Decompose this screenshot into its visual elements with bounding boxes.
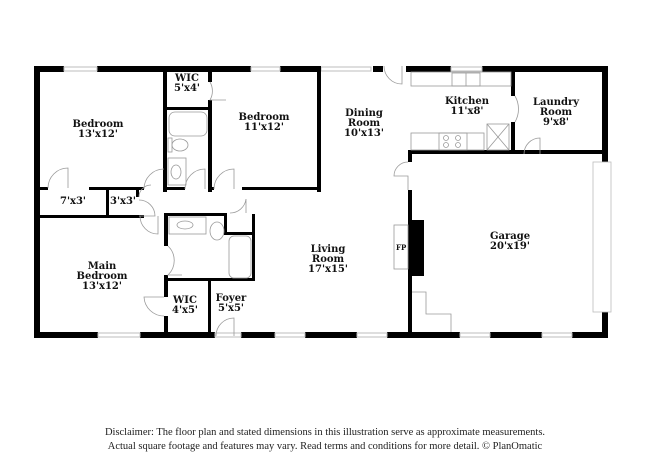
room-dims: 3'x3' (109, 196, 137, 207)
room-label-laundry: Laundry Room 9'x8' (533, 98, 579, 128)
door-swing (143, 296, 165, 317)
room-name: WIC (175, 73, 199, 84)
refrigerator (486, 123, 510, 151)
exterior-walls (34, 66, 608, 338)
room-label-dining: Dining Room 10'x13' (344, 109, 384, 139)
room-dims: 13'x12' (78, 129, 118, 140)
sink (168, 216, 207, 235)
room-dims: 11'x12' (244, 122, 284, 133)
toilet (171, 138, 189, 152)
doors (47, 65, 541, 337)
door-swing (383, 65, 403, 85)
room-name: Foyer (215, 293, 247, 304)
door-swing (184, 168, 206, 190)
room-label-wic-1: WIC 5'x4' (174, 74, 200, 94)
room-name: WIC (173, 295, 197, 306)
room-label-closet-b: 3'x3' (110, 197, 136, 207)
room-label-kitchen: Kitchen 11'x8' (445, 97, 489, 117)
windows (63, 66, 573, 338)
door-swing (139, 215, 159, 235)
room-label-closet-a: 7'x3' (60, 197, 86, 207)
door-swing (143, 168, 165, 190)
fireplace-label: FP (396, 243, 407, 252)
room-name: Dining (345, 108, 383, 119)
room-label-wic-2: WIC 4'x5' (172, 296, 198, 316)
room-name: Living (310, 244, 346, 255)
garage-steps (412, 291, 452, 332)
range (438, 132, 468, 151)
room-dims: 11'x8' (450, 106, 484, 117)
room-dims: 5'x4' (173, 83, 201, 94)
room-dims: 17'x15' (308, 264, 348, 275)
room-dims: 10'x13' (344, 128, 384, 139)
door-swing (47, 167, 69, 189)
room-name: Garage (489, 231, 531, 242)
door-swing (229, 198, 247, 214)
door-swing (213, 168, 235, 190)
room-dims: 20'x19' (490, 241, 530, 252)
room-dims: 9'x8' (542, 117, 569, 128)
interior-walls (38, 66, 608, 336)
kitchen-counter (410, 71, 512, 87)
disclaimer-line-2: Actual square footage and features may v… (107, 441, 543, 452)
door-swing (215, 317, 235, 337)
room-name: Kitchen (444, 96, 490, 107)
garage-door (592, 161, 612, 313)
bathtub (228, 235, 252, 279)
room-name: Main (87, 261, 117, 272)
sink (167, 157, 187, 186)
door-swing (393, 161, 409, 190)
fixtures (167, 71, 612, 332)
room-label-main-bedroom: Main Bedroom 13'x12' (77, 262, 128, 292)
room-label-foyer: Foyer 5'x5' (216, 294, 247, 314)
fireplace-hearth (393, 224, 409, 270)
disclaimer: Disclaimer: The floor plan and stated di… (0, 426, 650, 454)
door-swing (138, 199, 156, 217)
room-label-bedroom-2: Bedroom 13'x12' (73, 120, 124, 140)
room-dims: 4'x5' (171, 305, 199, 316)
door-swing (523, 137, 541, 155)
room-name: Laundry (532, 97, 580, 108)
door-swing (166, 245, 182, 276)
room-dims: 5'x5' (217, 303, 245, 314)
door-swing (209, 81, 226, 101)
room-label-bedroom-3: Bedroom 11'x12' (239, 113, 290, 133)
bathtub (168, 111, 208, 137)
room-name: Room (311, 254, 345, 265)
room-name: Bedroom (76, 271, 128, 282)
room-name: Bedroom (238, 112, 290, 123)
door-swing (514, 95, 519, 123)
room-name: Bedroom (72, 119, 124, 130)
room-dims: 13'x12' (82, 281, 122, 292)
toilet (209, 221, 225, 241)
room-label-living: Living Room 17'x15' (308, 245, 348, 275)
disclaimer-line-1: Disclaimer: The floor plan and stated di… (104, 427, 546, 438)
room-name: Room (539, 107, 573, 118)
room-name: Room (347, 118, 381, 129)
room-label-garage: Garage 20'x19' (490, 232, 530, 252)
room-dims: 7'x3' (59, 196, 87, 207)
